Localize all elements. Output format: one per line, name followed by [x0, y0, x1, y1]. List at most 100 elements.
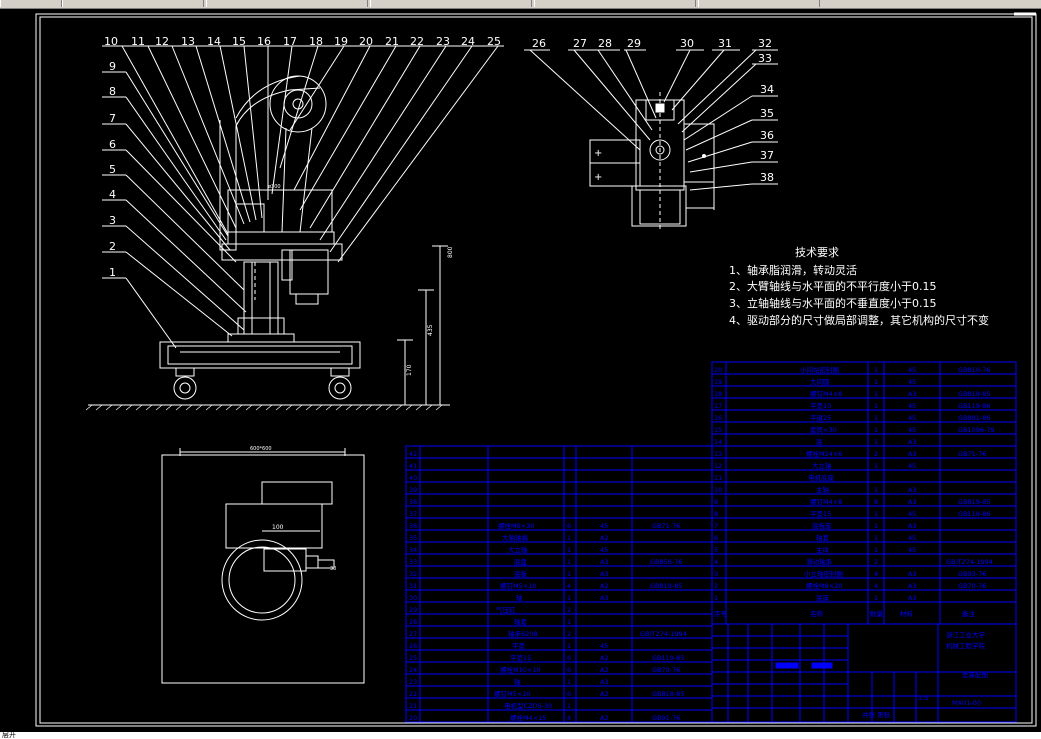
callout-30: 30 [680, 37, 694, 50]
bom-right-no: 7 [714, 522, 718, 530]
bom-right-header-name: 名称 [810, 609, 824, 618]
bom-right-qty: 2 [874, 450, 878, 458]
callout-5: 5 [109, 163, 116, 176]
status-bar: 层开 [0, 732, 1041, 739]
bom-left-no: 34 [409, 546, 417, 554]
bom-left-qty: 4 [567, 714, 571, 722]
title-sheet: 共张 第张 [862, 710, 891, 719]
bom-right-qty: 2 [874, 558, 878, 566]
toolbar-segment[interactable] [0, 0, 62, 7]
bom-right-qty: 1 [874, 438, 878, 446]
bom-left-mat: A2 [600, 654, 609, 662]
tech-requirement-item: 2、大臂轴线与水平面的不平行度小于0.15 [729, 280, 937, 293]
bom-right-qty: 1 [874, 462, 878, 470]
callouts-left [102, 71, 247, 349]
tech-requirement-item: 4、驱动部分的尺寸做局部调整，其它机构的尺寸不变 [729, 314, 989, 327]
bom-right-name: 螺栓M24×6 [806, 449, 842, 458]
bom-left-mat: A3 [600, 558, 609, 566]
bom-left-no: 37 [409, 510, 417, 518]
bom-right-qty: 1 [874, 546, 878, 554]
bom-right-qty: 1 [874, 594, 878, 602]
bom-left-qty: 1 [567, 558, 571, 566]
bom-left-no: 27 [409, 630, 417, 638]
bom-right-name: 平键25 [810, 413, 831, 422]
callout-1: 1 [109, 266, 116, 279]
title-block-texts: 浙江工业大学 机械工程学院 总装配图 MX01-00 1:5 共张 第张 [862, 630, 988, 719]
bom-left-no: 35 [409, 534, 417, 542]
bom-left-qty: 2 [567, 630, 571, 638]
bom-right-qty: 1 [874, 522, 878, 530]
bom-right-name: 大立轴 [812, 461, 832, 470]
plan-size-dim: 600*600 [250, 446, 272, 452]
toolbar-segment[interactable] [206, 0, 368, 7]
bom-right-mat: A3 [908, 486, 917, 494]
bom-left-mat: A3 [600, 594, 609, 602]
bom-right-no: 4 [714, 558, 718, 566]
bom-left-no: 40 [409, 474, 417, 482]
bom-left-std: GB91-76 [652, 714, 680, 722]
toolbar-segment[interactable] [698, 0, 820, 7]
bom-right-name: 套筒×30 [810, 425, 837, 434]
callout-25: 25 [487, 35, 501, 48]
callout-29: 29 [627, 37, 641, 50]
bom-right-name: 底板座 [812, 521, 832, 530]
bom-left-name: 平垫15 [510, 653, 531, 662]
bom-left-std: GB119-85 [652, 654, 685, 662]
toolbar-segment[interactable] [370, 0, 532, 7]
callout-37: 37 [760, 149, 774, 162]
cad-drawing-canvas[interactable]: 800 435 170 ø300 10 11 12 13 14 15 16 [0, 8, 1041, 732]
svg-text:+: + [594, 172, 602, 183]
bom-right-name: 底座 [816, 593, 830, 602]
callout-23: 23 [436, 35, 450, 48]
bom-right-name: 主轴 [816, 485, 830, 494]
callout-14: 14 [207, 35, 221, 48]
toolbar-segment[interactable] [62, 0, 204, 7]
bom-left-name: 大立轴 [508, 545, 528, 554]
plan-view: 600*600 100 30 [161, 446, 365, 684]
bom-right-no: 3 [714, 570, 718, 578]
bom-right-mat: 45 [908, 546, 916, 554]
bom-left-no: 38 [409, 498, 417, 506]
toolbar-segment[interactable] [534, 0, 696, 7]
bom-right-no: 16 [714, 414, 722, 422]
bom-right-name: 大间圆 [810, 377, 830, 386]
bom-right-mat: 45 [908, 378, 916, 386]
bom-right-std: GB891-86 [958, 414, 991, 422]
bom-right-mat: 45 [908, 402, 916, 410]
bom-right-no: 12 [714, 462, 722, 470]
bom-right-name: 底 [816, 437, 823, 446]
title-block [711, 623, 1017, 723]
callout-36: 36 [760, 129, 774, 142]
bom-left-qty: 1 [567, 594, 571, 602]
bom-left-mat: 45 [600, 522, 608, 530]
bom-right-header-qty: 数量 [870, 609, 884, 618]
bom-left-std: GB818-85 [652, 690, 685, 698]
bom-left-no: 26 [409, 642, 417, 650]
bom-left-mat: A3 [600, 570, 609, 578]
bom-left-no: 20 [409, 714, 417, 722]
toolbar-strip [0, 0, 1041, 9]
bom-right-qty: 1 [874, 486, 878, 494]
bom-right-no: 10 [714, 486, 722, 494]
bom-right-std: GB/T274-1994 [946, 558, 993, 566]
bom-right-name: 主体 [816, 545, 830, 554]
bom-right-no: 2 [714, 582, 718, 590]
callout-20: 20 [359, 35, 373, 48]
bom-right-name: 轴套 [816, 533, 830, 542]
bom-right-qty: 1 [874, 378, 878, 386]
bom-left-no: 22 [409, 690, 417, 698]
drawing-inner-frame [39, 16, 1033, 724]
callout-38: 38 [760, 171, 774, 184]
title-drawing-no: MX01-00 [952, 699, 981, 707]
bom-left-no: 36 [409, 522, 417, 530]
plan-small-dim: 30 [330, 566, 336, 572]
callout-24: 24 [461, 35, 475, 48]
bom-right-no: 17 [714, 402, 722, 410]
bom-right-qty: 4 [874, 570, 878, 578]
callout-33: 33 [758, 52, 772, 65]
bom-right-mat: A3 [908, 390, 917, 398]
callout-21: 21 [385, 35, 399, 48]
bom-right-name: 平垫10 [810, 401, 831, 410]
bom-right-mat: 45 [908, 534, 916, 542]
